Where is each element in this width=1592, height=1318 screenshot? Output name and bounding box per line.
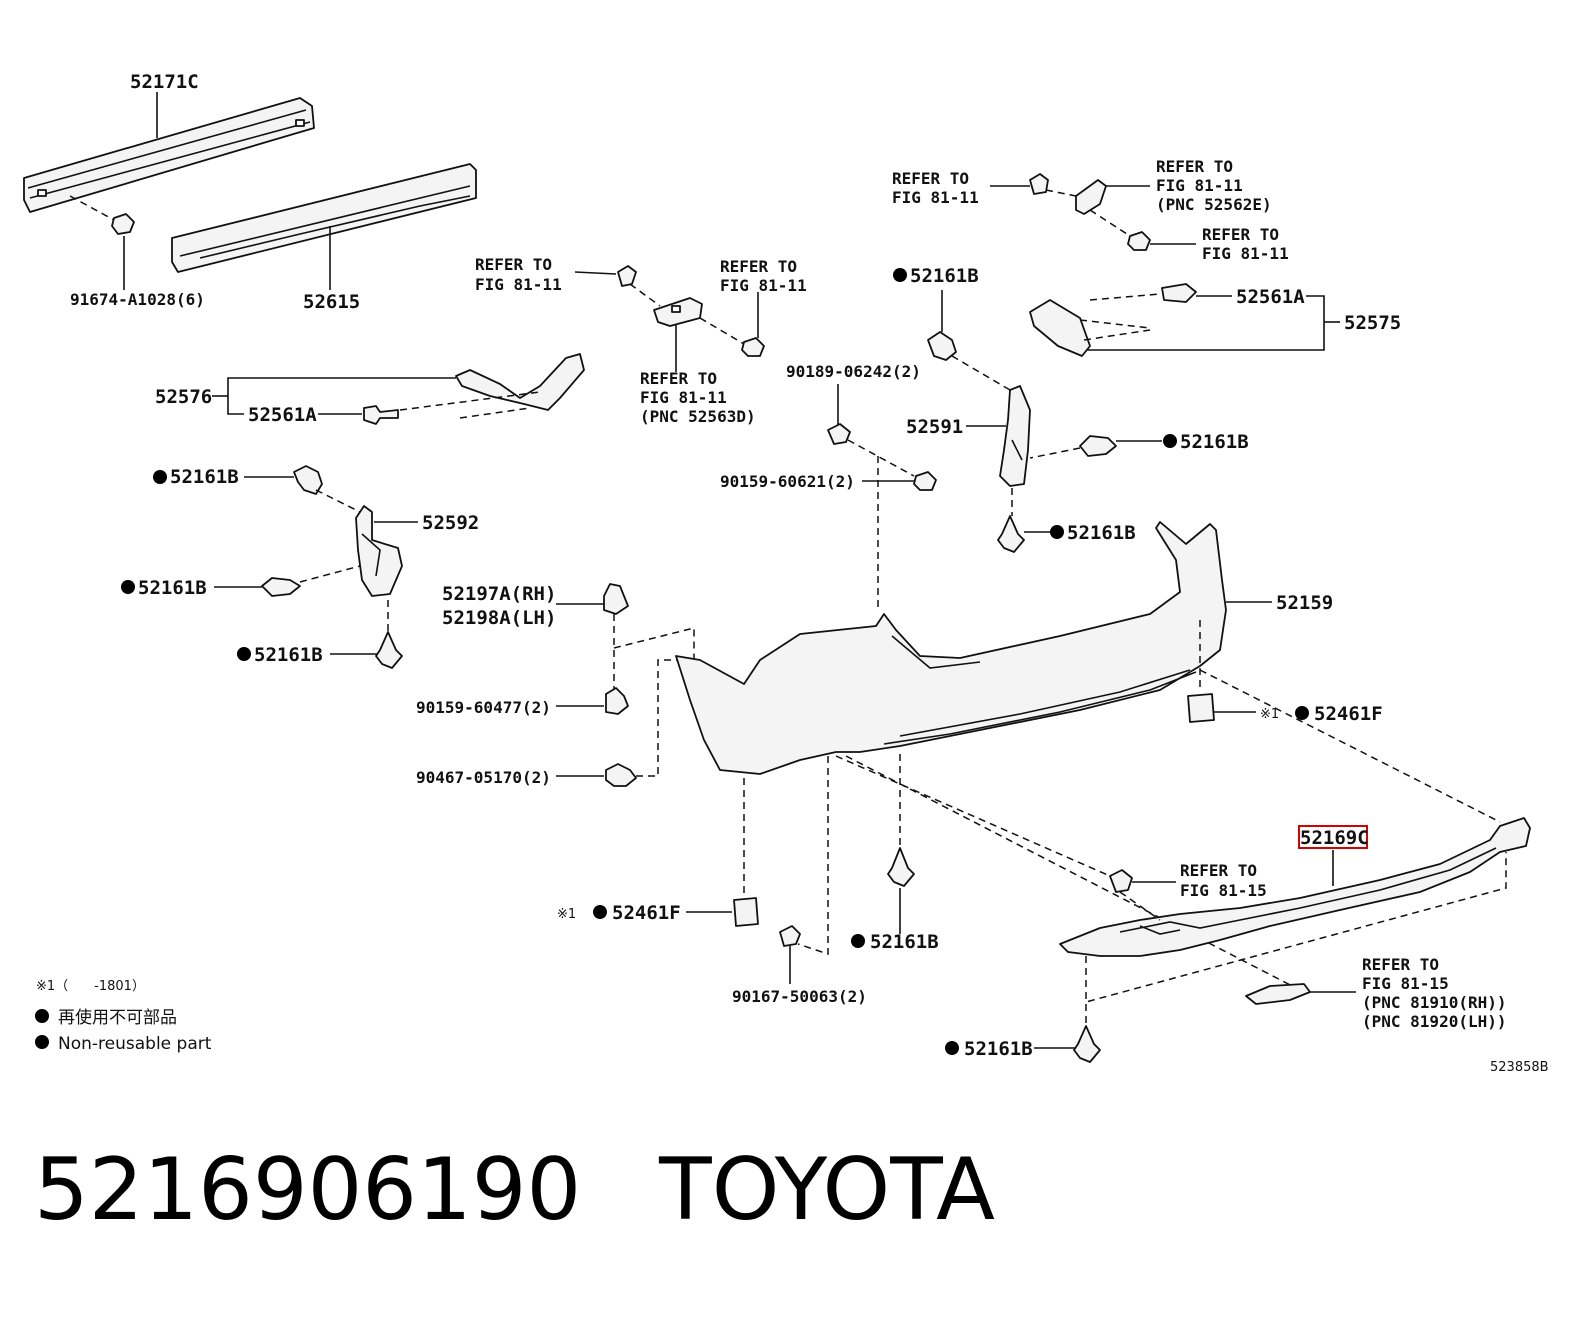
label-52198a: 52198A(LH) bbox=[442, 607, 556, 629]
label-52592: 52592 bbox=[422, 512, 479, 534]
highlight-box bbox=[1298, 825, 1368, 849]
clip-52161b-5 bbox=[1079, 435, 1117, 457]
ref3-line2: FIG 81-11 bbox=[640, 388, 727, 407]
ref3-line1: REFER TO bbox=[640, 369, 717, 388]
clip-52161b-7 bbox=[887, 847, 915, 887]
reflector bbox=[1245, 983, 1311, 1005]
illustration-number: 523858B bbox=[1490, 1060, 1549, 1075]
bracket-52575 bbox=[1029, 299, 1091, 357]
clip-52161b-3 bbox=[375, 631, 403, 669]
ref3-line3: (PNC 52563D) bbox=[640, 407, 756, 426]
label-52615: 52615 bbox=[303, 291, 360, 313]
label-90159-60621: 90159-60621(2) bbox=[720, 472, 855, 491]
bolt-90159-60477 bbox=[605, 687, 629, 715]
ref8-line1: REFER TO bbox=[1362, 955, 1439, 974]
label-90159-60477: 90159-60477(2) bbox=[416, 698, 551, 717]
label-90189: 90189-06242(2) bbox=[786, 362, 921, 381]
label-91674: 91674-A1028(6) bbox=[70, 290, 205, 309]
ref2-line2: FIG 81-11 bbox=[720, 276, 807, 295]
clip-upper-right bbox=[1029, 173, 1049, 195]
cushion-52461f-left bbox=[733, 897, 759, 927]
nut-90189 bbox=[827, 423, 851, 445]
label-52197a: 52197A(RH) bbox=[442, 583, 556, 605]
label-52161b-8: 52161B bbox=[964, 1038, 1033, 1060]
ref4-line2: FIG 81-11 bbox=[892, 188, 979, 207]
clip-52161b-6 bbox=[997, 515, 1025, 553]
nut-90167 bbox=[779, 925, 801, 947]
bolt-90159-60621 bbox=[913, 471, 937, 491]
clip-52161b-1 bbox=[293, 465, 323, 495]
label-52561a-left: 52561A bbox=[248, 404, 317, 426]
brand-name: TOYOTA bbox=[659, 1140, 995, 1240]
clip-90467 bbox=[605, 763, 637, 787]
label-52161b-5: 52161B bbox=[1180, 431, 1249, 453]
ref5-line1: REFER TO bbox=[1156, 157, 1233, 176]
absorber-52615 bbox=[171, 163, 477, 273]
ref5-line3: (PNC 52562E) bbox=[1156, 195, 1272, 214]
retainer-52197a bbox=[603, 583, 629, 615]
bolt-upper-center bbox=[741, 337, 765, 357]
clip-52161b-2 bbox=[261, 577, 301, 597]
clip-spoiler bbox=[1109, 869, 1133, 893]
cushion-52461f-right bbox=[1187, 693, 1215, 723]
label-90467: 90467-05170(2) bbox=[416, 768, 551, 787]
label-90167: 90167-50063(2) bbox=[732, 987, 867, 1006]
label-52576: 52576 bbox=[155, 386, 212, 408]
bracket-52591 bbox=[999, 385, 1031, 487]
label-52161b-3: 52161B bbox=[254, 644, 323, 666]
label-52461f-left: 52461F bbox=[612, 902, 681, 924]
mark-1-right: ※1 bbox=[1260, 707, 1279, 722]
retainer-52563d bbox=[653, 297, 703, 327]
ref7-line1: REFER TO bbox=[1180, 861, 1257, 880]
bolt-upper-right bbox=[1127, 231, 1151, 251]
retainer-52562e bbox=[1075, 179, 1107, 215]
spoiler-52169c bbox=[1059, 817, 1531, 957]
ref6-line1: REFER TO bbox=[1202, 225, 1279, 244]
ref5-line2: FIG 81-11 bbox=[1156, 176, 1243, 195]
label-52161b-6: 52161B bbox=[1067, 522, 1136, 544]
label-52161b-1: 52161B bbox=[170, 466, 239, 488]
legend-note-1: ※1（ -1801） bbox=[36, 979, 145, 994]
footer-caption: 5216906190 TOYOTA bbox=[34, 1140, 995, 1240]
label-52561a-right: 52561A bbox=[1236, 286, 1305, 308]
label-52591: 52591 bbox=[906, 416, 963, 438]
label-52575: 52575 bbox=[1344, 312, 1401, 334]
ref2-line1: REFER TO bbox=[720, 257, 797, 276]
ref8-line4: (PNC 81920(LH)) bbox=[1362, 1012, 1507, 1031]
part-number: 5216906190 bbox=[34, 1140, 582, 1240]
label-52161b-4: 52161B bbox=[910, 265, 979, 287]
mark-1-left: ※1 bbox=[557, 907, 576, 922]
ref1-line2: FIG 81-11 bbox=[475, 275, 562, 294]
ref8-line3: (PNC 81910(RH)) bbox=[1362, 993, 1507, 1012]
bumper-cover-52159 bbox=[675, 521, 1227, 775]
legend-en: Non-reusable part bbox=[58, 1034, 212, 1054]
ref1-line1: REFER TO bbox=[475, 255, 552, 274]
label-52171c: 52171C bbox=[130, 71, 199, 93]
label-52169c: 52169C bbox=[1300, 827, 1369, 849]
clip-52161b-4 bbox=[927, 331, 957, 361]
reinforcement-52171c bbox=[23, 97, 315, 213]
bolt-52561a-left bbox=[363, 405, 399, 425]
bolt-52561a-right bbox=[1161, 283, 1197, 303]
label-52161b-7: 52161B bbox=[870, 931, 939, 953]
bracket-52592 bbox=[355, 505, 403, 597]
ref6-line2: FIG 81-11 bbox=[1202, 244, 1289, 263]
ref8-line2: FIG 81-15 bbox=[1362, 974, 1449, 993]
legend-jp: 再使用不可部品 bbox=[58, 1007, 177, 1028]
label-52159: 52159 bbox=[1276, 592, 1333, 614]
label-52461f-right: 52461F bbox=[1314, 703, 1383, 725]
ref7-line2: FIG 81-15 bbox=[1180, 881, 1267, 900]
label-52161b-2: 52161B bbox=[138, 577, 207, 599]
ref4-line1: REFER TO bbox=[892, 169, 969, 188]
clip-upper-center bbox=[617, 265, 637, 287]
bolt-91674 bbox=[111, 213, 135, 235]
clip-52161b-8 bbox=[1073, 1025, 1101, 1063]
bracket-52576 bbox=[455, 353, 585, 411]
